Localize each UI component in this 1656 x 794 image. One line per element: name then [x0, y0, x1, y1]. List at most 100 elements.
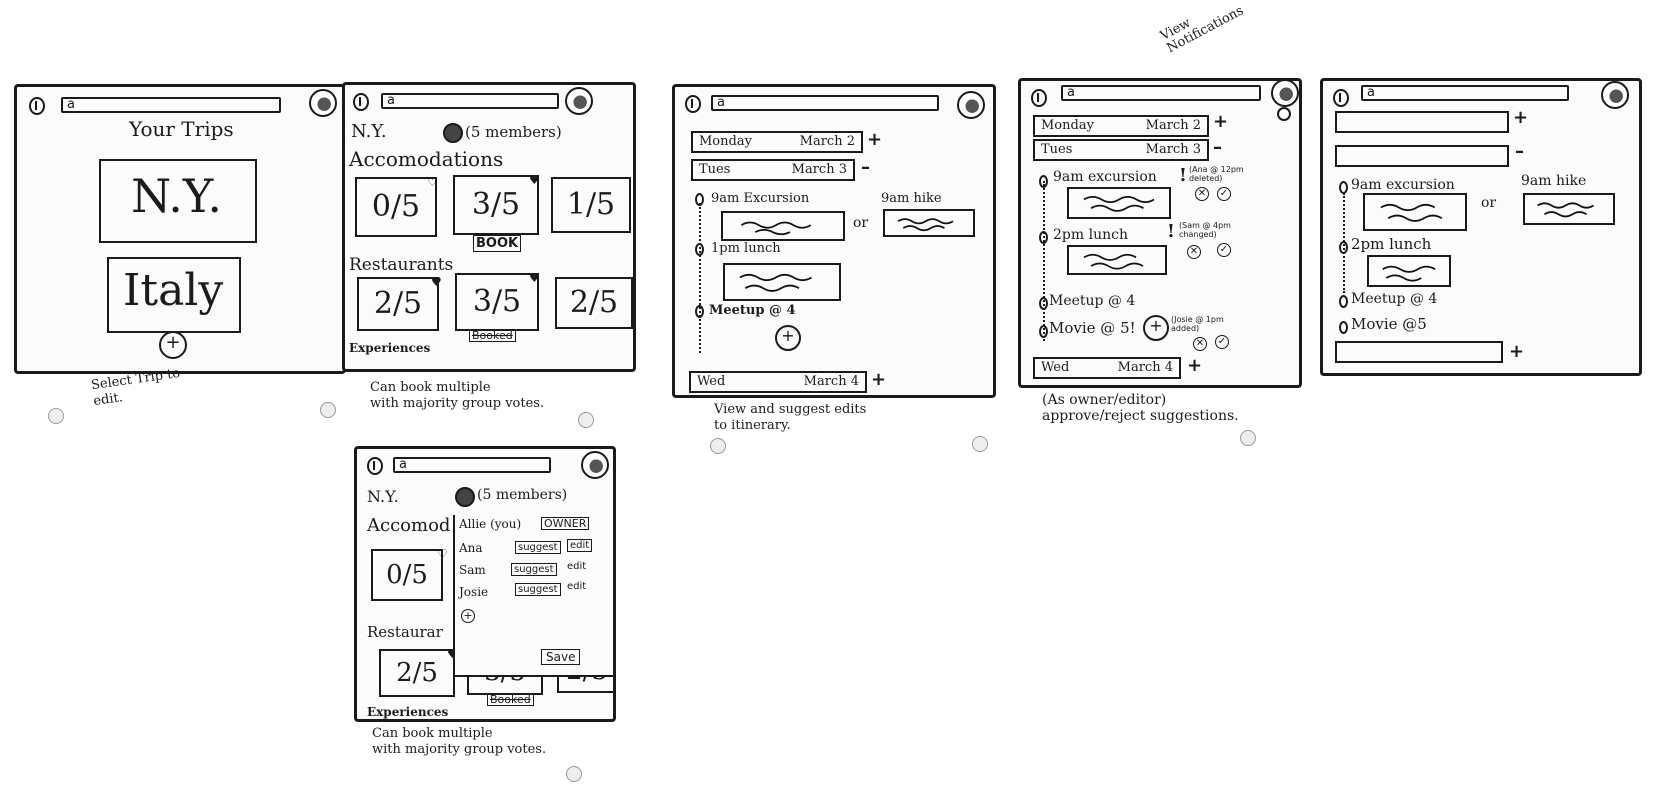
remove-day-button[interactable]: – — [1515, 141, 1524, 162]
reject-icon[interactable]: ✕ — [1193, 337, 1207, 351]
alternative-item[interactable]: 9am hike — [1521, 173, 1587, 189]
accommodation-card[interactable]: 3/5 — [453, 175, 539, 235]
approve-icon[interactable]: ✓ — [1217, 187, 1231, 201]
edit-toggle[interactable]: edit — [567, 581, 587, 592]
expand-day-button[interactable]: + — [1187, 355, 1203, 376]
book-button[interactable]: BOOK — [473, 235, 522, 252]
logo-icon[interactable] — [1333, 89, 1349, 107]
add-trip-button[interactable]: + — [159, 331, 187, 359]
itinerary-item[interactable]: Meetup @ 4 — [709, 303, 796, 318]
itinerary-item[interactable]: Movie @5 — [1351, 315, 1427, 333]
itinerary-item[interactable]: 2pm lunch — [1053, 227, 1128, 243]
trip-card-italy[interactable]: Italy — [107, 257, 241, 333]
day-input[interactable] — [1335, 145, 1509, 167]
alt-detail-card[interactable] — [883, 209, 975, 237]
item-detail-card[interactable] — [721, 211, 845, 241]
item-detail-card[interactable] — [1067, 187, 1171, 219]
restaurant-card[interactable]: 2/5 — [555, 277, 633, 329]
members-count[interactable]: (5 members) — [465, 123, 562, 141]
avatar[interactable] — [309, 89, 337, 117]
logo-icon[interactable] — [29, 97, 45, 115]
suggest-toggle[interactable]: suggest — [515, 583, 561, 596]
item-detail-card[interactable] — [1067, 245, 1167, 275]
restaurant-card[interactable]: 2/5 — [379, 649, 455, 697]
accommodation-card[interactable]: 1/5 — [551, 177, 631, 233]
logo-icon[interactable] — [367, 457, 383, 475]
owner-badge[interactable]: OWNER — [541, 517, 590, 530]
heart-icon[interactable]: ♥ — [431, 275, 442, 289]
members-avatar-icon[interactable] — [443, 123, 463, 143]
suggest-toggle[interactable]: suggest — [515, 541, 561, 554]
suggest-toggle[interactable]: suggest — [511, 563, 557, 576]
collapse-day-button[interactable]: – — [1213, 137, 1222, 158]
logo-icon[interactable] — [1031, 89, 1047, 107]
add-suggestion-button[interactable]: + — [1143, 315, 1169, 341]
itinerary-item[interactable]: Movie @ 5! — [1049, 319, 1136, 337]
approve-icon[interactable]: ✓ — [1217, 243, 1231, 257]
search-input[interactable]: a — [1361, 85, 1569, 101]
heart-icon[interactable]: ♥ — [447, 647, 458, 661]
collapse-day-button[interactable]: – — [861, 157, 870, 178]
heart-icon[interactable]: ♥ — [529, 271, 540, 285]
search-input[interactable]: a — [381, 93, 559, 109]
approve-icon[interactable]: ✓ — [1215, 335, 1229, 349]
reject-icon[interactable]: ✕ — [1195, 187, 1209, 201]
accommodation-card[interactable]: 0/5 — [371, 549, 443, 601]
expand-day-button[interactable]: + — [867, 129, 883, 150]
avatar[interactable] — [565, 87, 593, 115]
notifications-avatar[interactable] — [1271, 81, 1299, 107]
item-detail-card[interactable] — [1367, 255, 1451, 287]
itinerary-item[interactable]: 9am excursion — [1053, 169, 1157, 185]
itinerary-item[interactable]: 9am excursion — [1351, 177, 1455, 193]
itinerary-item[interactable]: Meetup @ 4 — [1351, 291, 1438, 307]
expand-day-button[interactable]: + — [1213, 111, 1229, 132]
alternative-item[interactable]: 9am hike — [881, 191, 942, 206]
heart-icon[interactable]: ♡ — [437, 547, 448, 561]
members-avatar-icon[interactable] — [455, 487, 475, 507]
search-input[interactable]: a — [1061, 85, 1261, 101]
expand-day-button[interactable]: + — [871, 369, 887, 390]
notification-badge-icon[interactable] — [1277, 107, 1291, 121]
alt-detail-card[interactable] — [1523, 193, 1615, 225]
trip-card-ny[interactable]: N.Y. — [99, 159, 257, 243]
search-input[interactable]: a — [711, 95, 939, 111]
add-member-button[interactable]: + — [461, 609, 475, 623]
edit-toggle[interactable]: edit — [567, 539, 593, 552]
itinerary-item[interactable]: 2pm lunch — [1351, 235, 1432, 253]
vote-count: 2/5 — [373, 286, 423, 321]
avatar[interactable] — [957, 91, 985, 119]
restaurant-card[interactable]: 2/5 — [357, 277, 439, 331]
accommodation-card[interactable]: 0/5 — [355, 177, 437, 237]
search-input[interactable]: a — [393, 457, 551, 473]
heart-icon[interactable]: ♥ — [529, 173, 540, 187]
day-input[interactable] — [1335, 111, 1509, 133]
item-detail-card[interactable] — [723, 263, 841, 301]
heart-icon[interactable]: ♡ — [427, 175, 438, 189]
logo-icon[interactable] — [353, 93, 369, 111]
vote-count: 0/5 — [371, 189, 421, 224]
restaurant-card[interactable]: 3/5 — [455, 273, 539, 331]
add-suggestion-button[interactable]: + — [775, 325, 801, 351]
day-name: Tues — [1041, 142, 1073, 157]
day-input[interactable] — [1335, 341, 1503, 363]
search-input[interactable]: a — [61, 97, 281, 113]
add-day-button[interactable]: + — [1509, 341, 1525, 362]
avatar[interactable] — [1601, 81, 1629, 109]
save-button[interactable]: Save — [541, 649, 581, 665]
add-day-button[interactable]: + — [1513, 107, 1529, 128]
item-detail-card[interactable] — [1363, 193, 1467, 231]
itinerary-item[interactable]: 9am Excursion — [711, 191, 810, 206]
edit-toggle[interactable]: edit — [567, 561, 587, 572]
members-count[interactable]: (5 members) — [477, 487, 568, 503]
logo-icon[interactable] — [685, 95, 701, 113]
itinerary-item[interactable]: 1pm lunch — [711, 241, 781, 256]
reject-icon[interactable]: ✕ — [1187, 245, 1201, 259]
avatar[interactable] — [581, 451, 609, 479]
itinerary-item[interactable]: Meetup @ 4 — [1049, 293, 1136, 309]
